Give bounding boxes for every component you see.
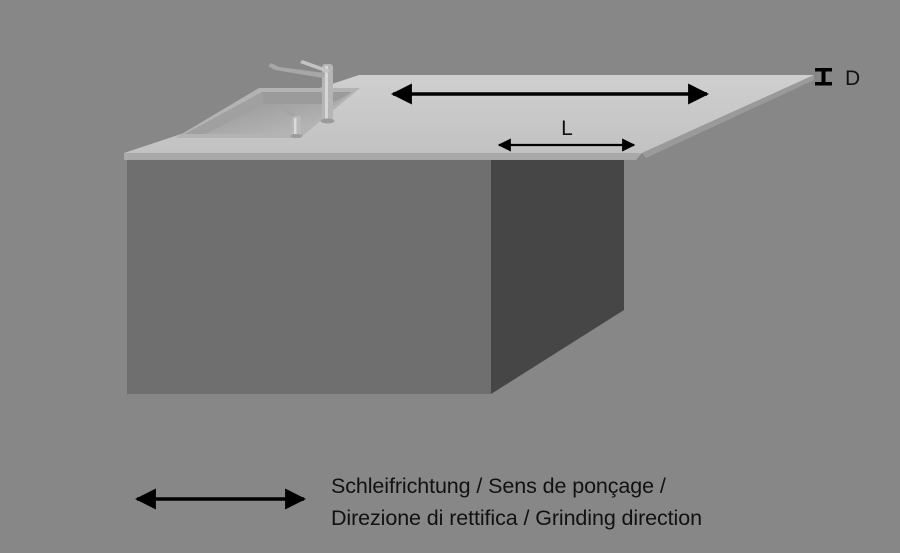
cabinet-side [491,160,624,394]
thickness-label: D [845,67,860,90]
length-label: L [561,117,573,140]
thickness-marker [815,68,832,86]
legend: Schleifrichtung / Sens de ponçage / Dire… [331,470,702,534]
countertop-side-edge [642,75,814,158]
soap-dispenser-icon [283,109,303,138]
legend-line-2: Direzione di rettifica / Grinding direct… [331,506,702,530]
countertop-edge [124,153,642,160]
legend-line-1: Schleifrichtung / Sens de ponçage / [331,474,666,498]
cabinet-front [127,160,491,394]
faucet-icon [268,60,335,124]
